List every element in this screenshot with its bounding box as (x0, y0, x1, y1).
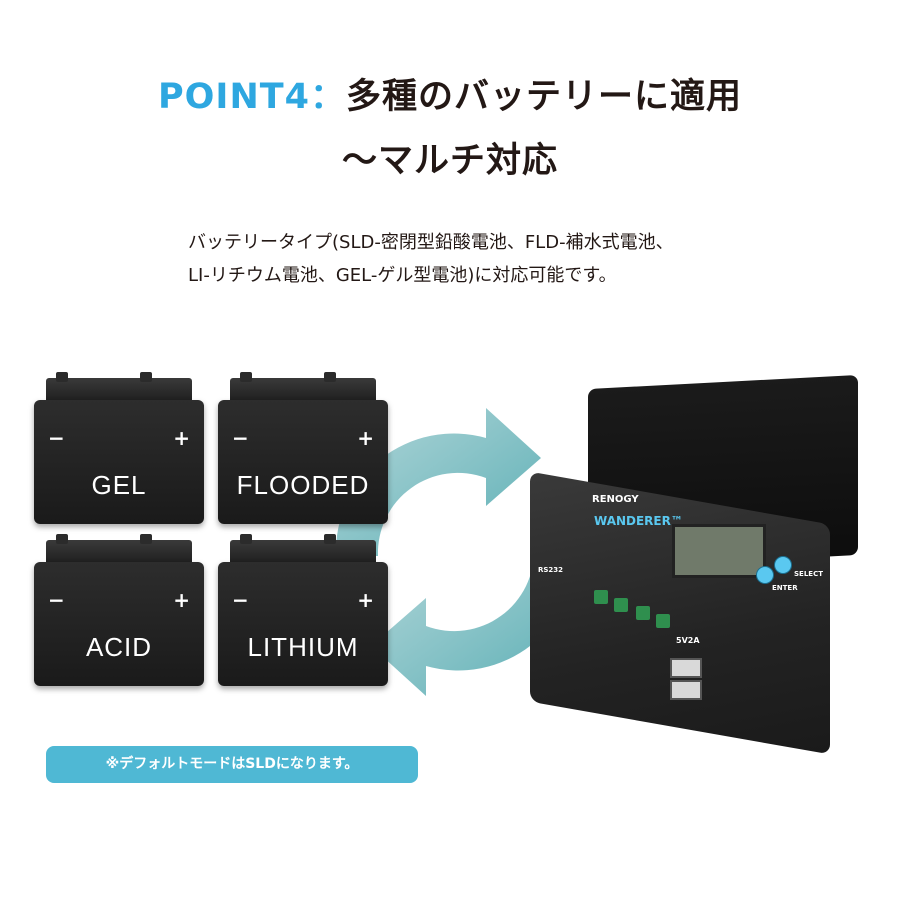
battery-label: GEL (91, 470, 147, 500)
plus-terminal-label: + (357, 426, 374, 450)
description-line1: バッテリータイプ(SLD-密閉型鉛酸電池、FLD-補水式電池、 (188, 232, 674, 253)
controller-brand: RENOGY (592, 494, 639, 505)
battery-lithium: − + LITHIUM (218, 534, 388, 688)
minus-terminal-label: − (48, 588, 65, 612)
controller-lcd (672, 524, 766, 578)
enter-label: ENTER (772, 584, 798, 592)
plus-terminal-label: + (357, 588, 374, 612)
page-title-line1: POINT4：多種のバッテリーに適用 (0, 68, 900, 119)
select-label: SELECT (794, 570, 823, 578)
terminal-port (656, 614, 670, 628)
default-mode-note: ※デフォルトモードはSLDになります。 (46, 746, 418, 783)
terminal-port (636, 606, 650, 620)
usb-port (670, 658, 702, 678)
battery-acid: − + ACID (34, 534, 204, 688)
cycle-arrows-icon (335, 408, 577, 696)
battery-label: LITHIUM (247, 632, 359, 662)
terminal-port (594, 590, 608, 604)
minus-terminal-label: − (48, 426, 65, 450)
usb-label: 5V2A (676, 636, 700, 645)
terminal-port (614, 598, 628, 612)
battery-label: ACID (85, 632, 153, 662)
description-line2: LI-リチウム電池、GEL-ゲル型電池)に対応可能です。 (188, 265, 617, 286)
battery-flooded: − + FLOODED (218, 372, 388, 526)
battery-label: FLOODED (236, 470, 370, 500)
usb-port (670, 680, 702, 700)
plus-terminal-label: + (173, 426, 190, 450)
controller-model: WANDERER™ (594, 514, 683, 528)
description: バッテリータイプ(SLD-密閉型鉛酸電池、FLD-補水式電池、 LI-リチウム電… (188, 226, 808, 292)
enter-button (756, 566, 774, 584)
minus-terminal-label: − (232, 588, 249, 612)
title-text: 多種のバッテリーに適用 (345, 77, 742, 117)
plus-terminal-label: + (173, 588, 190, 612)
select-button (774, 556, 792, 574)
battery-gel: − + GEL (34, 372, 204, 526)
point-label: POINT4： (158, 77, 346, 117)
rs232-label: RS232 (538, 566, 564, 574)
page-title-line2: ～マルチ対応 (341, 141, 558, 181)
minus-terminal-label: − (232, 426, 249, 450)
